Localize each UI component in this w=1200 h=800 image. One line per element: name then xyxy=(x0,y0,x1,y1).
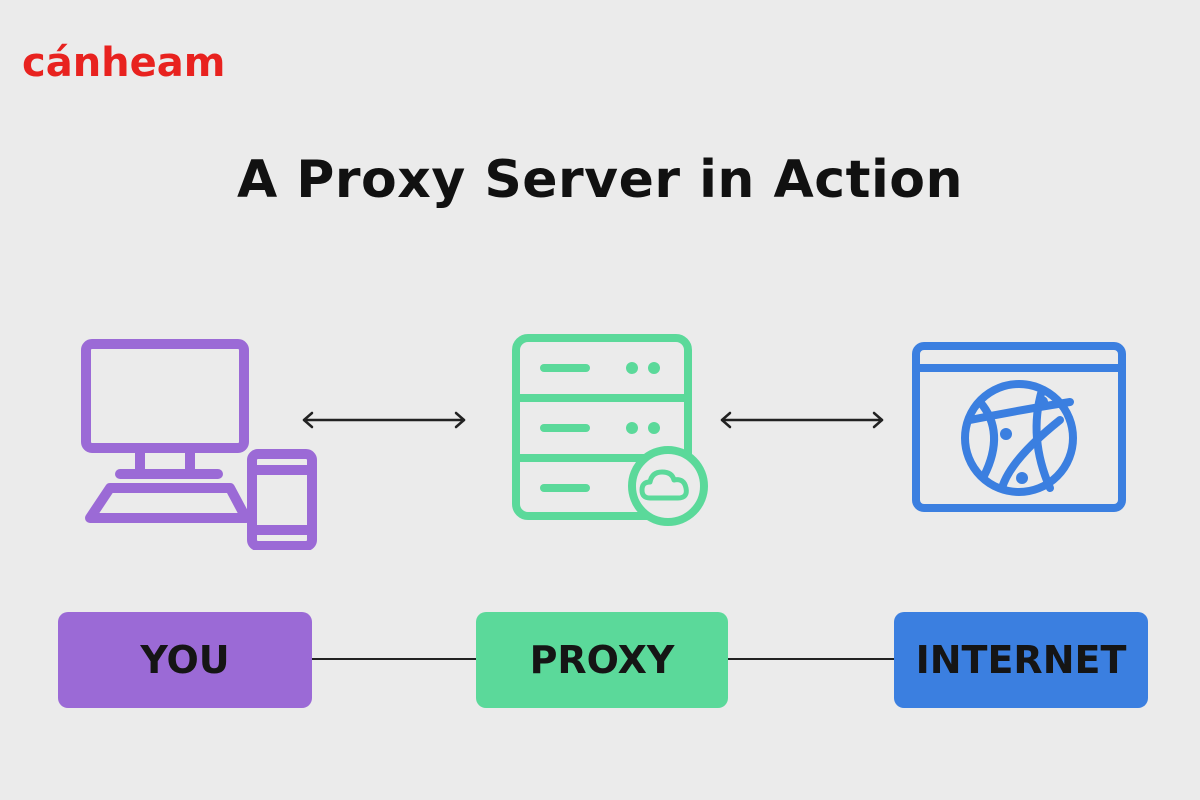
label-internet-text: INTERNET xyxy=(915,638,1127,682)
bidirectional-arrow-icon xyxy=(302,411,466,429)
bidirectional-arrow-icon xyxy=(720,411,884,429)
label-proxy: PROXY xyxy=(476,612,728,708)
server-cloud-icon xyxy=(512,334,708,526)
label-proxy-text: PROXY xyxy=(529,638,675,682)
browser-globe-icon xyxy=(912,342,1126,512)
label-you-text: YOU xyxy=(140,638,230,682)
connector-line xyxy=(310,658,478,660)
connector-line xyxy=(726,658,896,660)
page-title: A Proxy Server in Action xyxy=(236,150,964,210)
logo: cánheam xyxy=(22,40,225,86)
logo-text: cánheam xyxy=(22,40,225,86)
label-internet: INTERNET xyxy=(894,612,1148,708)
label-you: YOU xyxy=(58,612,312,708)
computer-and-phone-icon xyxy=(81,339,317,550)
